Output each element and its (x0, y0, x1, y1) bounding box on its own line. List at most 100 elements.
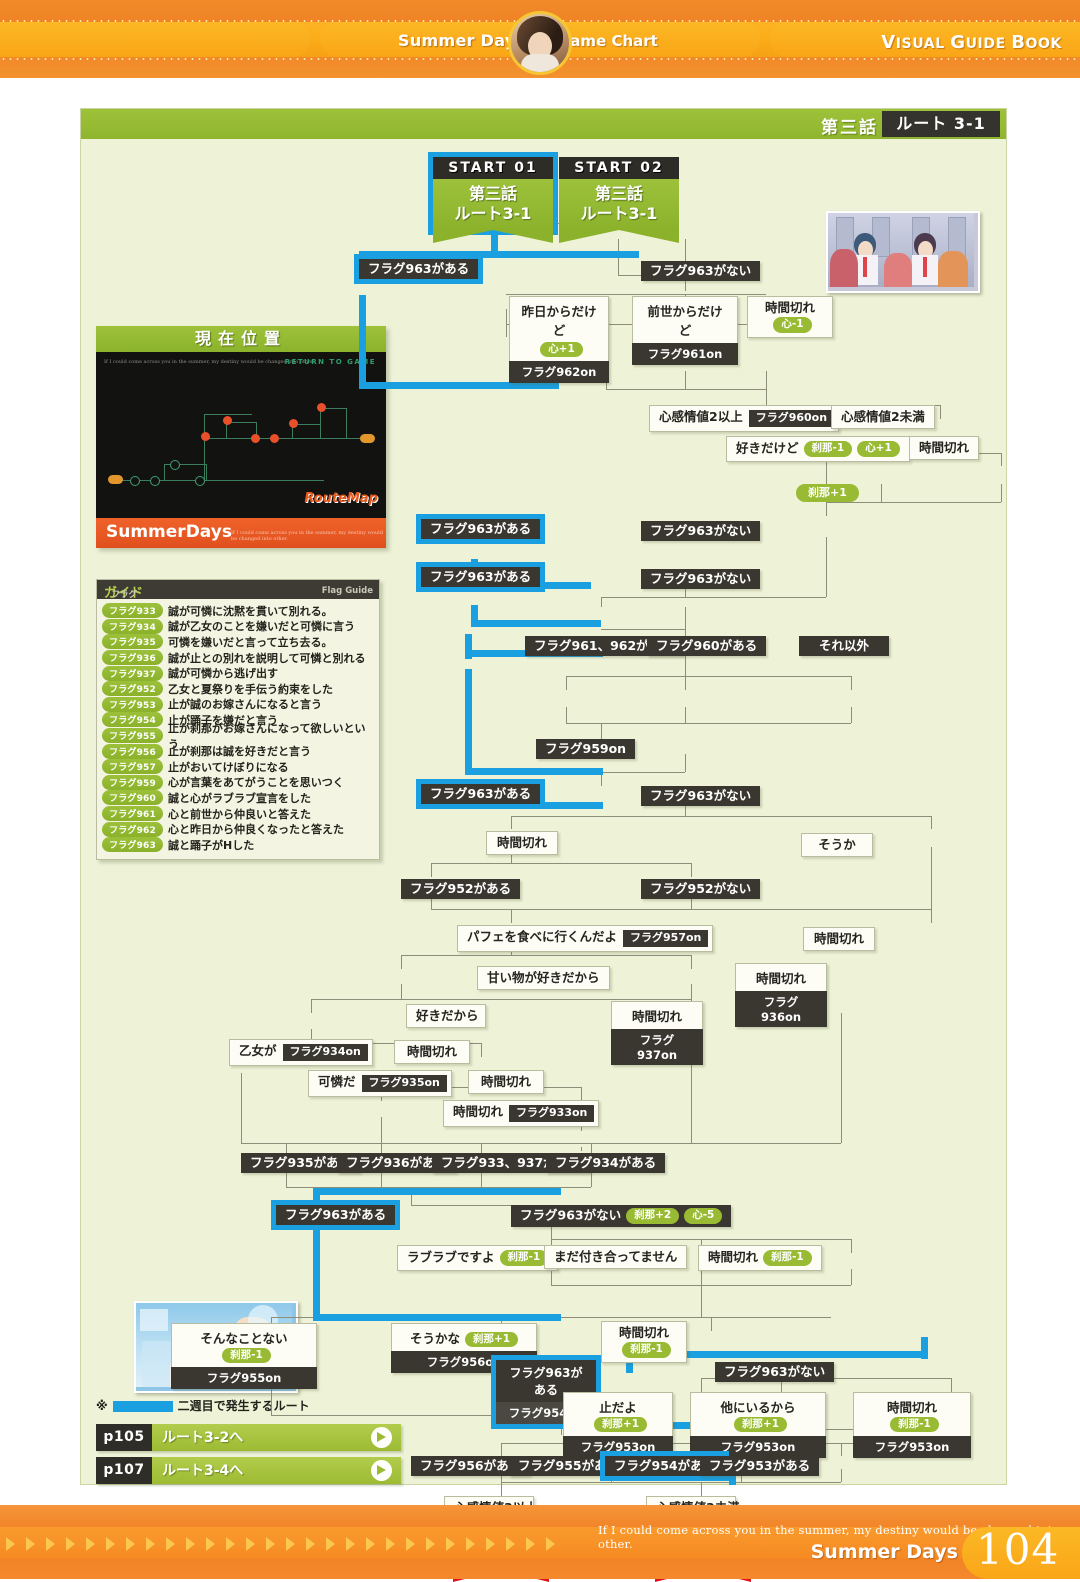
node-flag963-has-5[interactable]: フラグ963がある (270, 1199, 401, 1231)
node-mada-tsukiatte-masen[interactable]: まだ付き合ってません (544, 1245, 688, 1270)
node-flag-tag: フラグ960on (748, 410, 835, 427)
node-souka[interactable]: そうか (801, 833, 873, 858)
node-karen-da[interactable]: 可憐だフラグ935on (308, 1070, 452, 1097)
node-flag953-has[interactable]: フラグ953がある (700, 1456, 820, 1477)
node-label: 時間切れ (611, 1001, 703, 1029)
node-amaimono[interactable]: 甘い物が好きだから (477, 966, 610, 991)
node-flag956-has[interactable]: フラグ956がある (411, 1456, 531, 1477)
node-timeout-9[interactable]: 時間切れ刹那-1 フラグ953on (853, 1392, 971, 1459)
node-flag-tag: フラグ933on (509, 1105, 595, 1122)
node-flag952-has[interactable]: フラグ952がある (401, 879, 521, 900)
node-kinou-kara[interactable]: 昨日からだけど心+1 フラグ962on (509, 296, 609, 384)
link-page-number: p105 (96, 1424, 152, 1451)
node-flag963-has-1[interactable]: フラグ963がある (353, 253, 484, 285)
vgb-b: B (1011, 32, 1026, 53)
node-flag961-962[interactable]: フラグ961、962がある (525, 636, 683, 657)
node-parfait[interactable]: パフェを食べに行くんだよフラグ957on (457, 925, 714, 952)
node-loveelove[interactable]: ラブラブですよ刹那-1 (397, 1245, 559, 1271)
stat-pill: 心+1 (540, 341, 583, 358)
flag-guide-header: フラグガイド Flag Guide (97, 580, 379, 601)
node-flag963-none-6[interactable]: フラグ963がない (715, 1362, 835, 1383)
node-flag-tag: フラグ937on (611, 1029, 703, 1065)
node-timeout-flag937[interactable]: 時間切れ フラグ937on (611, 1001, 703, 1065)
node-label: 昨日からだけど心+1 (509, 296, 609, 362)
node-timeout-flag933[interactable]: 時間切れフラグ933on (443, 1100, 600, 1127)
stat-pill: 刹那-1 (763, 1250, 812, 1266)
start-node-02[interactable]: START 02 第三話 ルート3-1 (559, 157, 679, 243)
node-sonna-koto-nai[interactable]: そんなことない刹那-1 フラグ955on (171, 1323, 317, 1390)
legend-color-swatch (112, 1401, 173, 1412)
node-flag963-has-4[interactable]: フラグ963がある (415, 778, 546, 810)
node-flag952-none[interactable]: フラグ952がない (641, 879, 761, 900)
node-flag963-has-2[interactable]: フラグ963がある (415, 513, 546, 545)
node-flag-tag: フラグ957on (623, 930, 709, 947)
stat-pill: 心-5 (684, 1208, 723, 1224)
link-route-3-4[interactable]: p107 ルート3-4へ (96, 1457, 401, 1484)
node-flag936-has[interactable]: フラグ936がある (337, 1153, 457, 1174)
route-map-brand-tagline: If I could come across you in the summer… (231, 530, 383, 542)
node-timeout-3[interactable]: 時間切れ (486, 831, 558, 856)
node-timeout-1[interactable]: 時間切れ 心-1 (747, 296, 833, 339)
node-flag959on[interactable]: フラグ959on (536, 739, 636, 760)
node-sonohoka[interactable]: それ以外 (799, 636, 889, 657)
node-flag960[interactable]: フラグ960がある (647, 636, 767, 657)
node-kokoro-lt2[interactable]: 心感情値2未満 (831, 405, 935, 430)
footer-arrow-strip (6, 1537, 866, 1553)
panel-title-bar: 第三話 ルート 3-1 (81, 109, 1006, 139)
screenshot-thumbnail-top (826, 211, 980, 293)
start-01-label: START 01 (433, 157, 553, 179)
header-capsule-right (770, 22, 1080, 57)
node-timeout-flag936[interactable]: 時間切れ フラグ936on (735, 963, 827, 1027)
stat-pill: 刹那-1 (499, 1250, 549, 1266)
node-flag963-none-3[interactable]: フラグ963がない (641, 569, 761, 590)
node-label: そんなことない刹那-1 (171, 1323, 317, 1368)
start-02-label: START 02 (559, 157, 679, 179)
node-zense-kara[interactable]: 前世からだけど フラグ961on (632, 296, 738, 365)
footer-tagline: If I could come across you in the summer… (598, 1523, 1060, 1551)
node-flag935-has[interactable]: フラグ935がある (241, 1153, 361, 1174)
flag-guide-title: フラグガイド (104, 586, 144, 601)
node-suki-dakara[interactable]: 好きだから (406, 1004, 486, 1029)
node-timeout-8[interactable]: 時間切れ 刹那-1 (601, 1321, 687, 1364)
node-timeout-4[interactable]: 時間切れ (803, 927, 875, 952)
node-flag963-none-1[interactable]: フラグ963がない (641, 261, 761, 282)
node-timeout-6[interactable]: 時間切れ (468, 1070, 544, 1095)
node-flag955-has[interactable]: フラグ955がある (509, 1456, 629, 1477)
character-portrait-icon (508, 11, 572, 75)
stat-pill: 刹那-1 (890, 1416, 939, 1433)
link-route-3-2[interactable]: p105 ルート3-2へ (96, 1424, 401, 1451)
start-01-body: 第三話 ルート3-1 (433, 179, 553, 243)
start-02-line2: ルート3-1 (580, 204, 658, 223)
node-tomare-dayo[interactable]: 止だよ刹那+1 フラグ953on (563, 1392, 673, 1459)
start-02-body: 第三話 ルート3-1 (559, 179, 679, 243)
node-flag954-has[interactable]: フラグ954がある (599, 1450, 730, 1482)
page-number: 104 (976, 1525, 1060, 1574)
stat-pill: 刹那+1 (464, 1331, 519, 1348)
node-kokoro-ge2[interactable]: 心感情値2以上フラグ960on (649, 405, 840, 432)
node-otome-ga[interactable]: 乙女がフラグ934on (229, 1039, 373, 1066)
node-timeout-5[interactable]: 時間切れ (394, 1040, 470, 1065)
node-timeout-7[interactable]: 時間切れ刹那-1 (698, 1245, 822, 1271)
node-hoka-ni-iru-kara[interactable]: 他にいるから刹那+1 フラグ953on (690, 1392, 826, 1459)
node-flag963-none-2[interactable]: フラグ963がない (641, 521, 761, 542)
node-flag-tag: フラグ934on (282, 1044, 368, 1061)
route-map-watermark: RouteMap (304, 491, 378, 506)
route-map-tagline: If I could come across you in the summer… (104, 359, 315, 365)
node-flag963-none-4[interactable]: フラグ963がない (641, 786, 761, 807)
node-flag934-has[interactable]: フラグ934がある (546, 1153, 666, 1174)
node-flag963-has-3[interactable]: フラグ963がある (415, 561, 546, 593)
node-flag-tag: フラグ962on (509, 361, 609, 384)
stat-pill: 刹那+2 (626, 1208, 680, 1224)
node-timeout-2[interactable]: 時間切れ (909, 436, 980, 461)
return-to-game-label[interactable]: RETURN TO GAME (284, 358, 376, 366)
node-flag-tag: フラグ953on (563, 1436, 673, 1459)
node-label: 時間切れ (735, 963, 827, 991)
start-node-01[interactable]: START 01 第三話 ルート3-1 (428, 152, 558, 243)
